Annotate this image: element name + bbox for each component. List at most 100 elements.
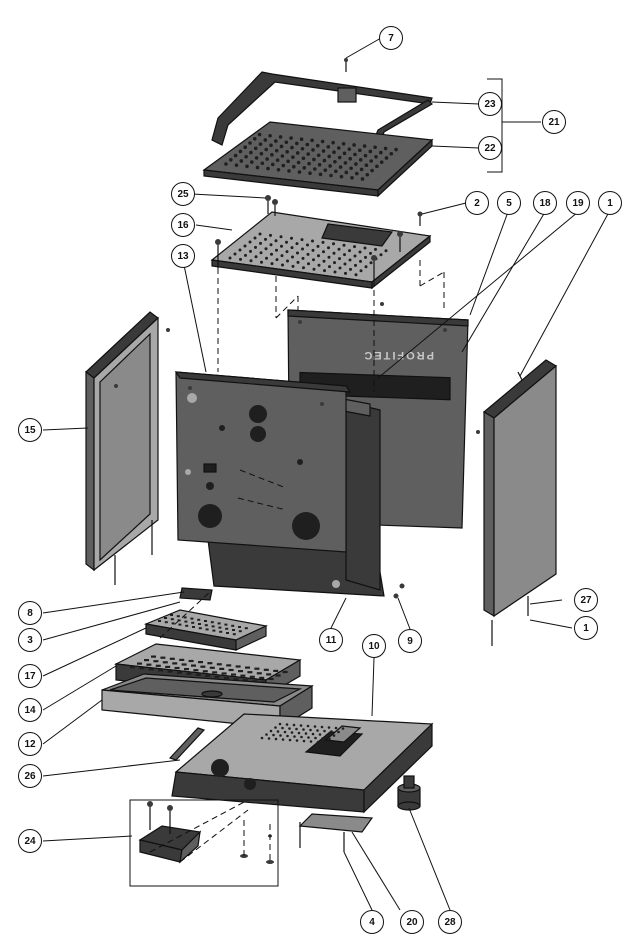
hole — [274, 239, 278, 243]
callout-circle — [18, 732, 42, 756]
hole — [297, 731, 301, 735]
hole — [343, 253, 346, 257]
hole — [253, 137, 257, 141]
hole — [271, 162, 275, 167]
part-screws-25 — [265, 195, 278, 216]
callout-circle — [171, 213, 195, 237]
hole — [301, 156, 306, 161]
hole — [364, 163, 369, 167]
hole — [317, 263, 321, 267]
slot — [254, 667, 260, 670]
hole — [295, 739, 299, 742]
callout-11: 11 — [319, 628, 343, 652]
hole — [305, 142, 310, 147]
hole — [379, 253, 383, 257]
slot — [221, 672, 227, 675]
hole — [306, 252, 310, 256]
hole — [257, 132, 262, 137]
hole — [268, 133, 272, 138]
callout-24: 24 — [18, 829, 42, 853]
hole — [326, 145, 331, 149]
hole — [333, 270, 337, 274]
slot — [259, 676, 265, 679]
hole — [295, 727, 298, 731]
slot — [240, 674, 246, 677]
hole — [224, 162, 228, 166]
hole — [359, 259, 362, 263]
slot — [184, 668, 189, 671]
hole — [353, 245, 356, 249]
callout-circle — [18, 418, 42, 442]
callout-number: 2 — [474, 198, 480, 209]
hole — [308, 171, 312, 175]
slot — [192, 626, 195, 628]
slot — [191, 664, 196, 667]
hole — [238, 248, 242, 252]
hole — [274, 737, 278, 741]
slot — [160, 656, 166, 659]
slot — [238, 670, 243, 673]
hole — [290, 731, 294, 734]
slot — [231, 624, 235, 627]
hole — [344, 170, 349, 175]
part-drip-tray-12 — [101, 673, 314, 730]
hole — [278, 722, 282, 726]
slot — [282, 670, 288, 674]
hole — [269, 143, 273, 148]
hole — [379, 160, 384, 164]
callout-number: 27 — [580, 595, 592, 606]
hole — [276, 730, 280, 733]
slot — [171, 622, 175, 625]
slot — [172, 662, 178, 665]
slot — [178, 623, 182, 626]
callout-circle — [465, 191, 489, 215]
part-screw-2 — [417, 211, 423, 226]
slot — [169, 657, 175, 660]
slot — [139, 667, 145, 670]
hole — [316, 143, 320, 148]
hole — [259, 151, 264, 156]
hole — [254, 245, 257, 249]
hole — [348, 156, 353, 161]
slot — [233, 678, 239, 681]
slot — [212, 671, 218, 674]
callout-22: 22 — [478, 136, 502, 160]
hole — [244, 253, 247, 257]
slot — [209, 666, 215, 669]
slot — [266, 673, 272, 676]
callout-circle — [379, 26, 403, 50]
hole — [352, 143, 356, 147]
hole — [374, 155, 378, 159]
part-pump-box-24 — [129, 799, 279, 887]
hole — [338, 266, 342, 270]
hole — [265, 733, 268, 736]
hole — [274, 139, 278, 143]
slot — [164, 617, 167, 619]
callout-28: 28 — [438, 910, 462, 934]
part-frame-11 — [207, 397, 385, 597]
hole — [348, 249, 351, 253]
slot — [202, 670, 208, 673]
hole — [350, 176, 354, 180]
slot — [219, 630, 223, 633]
hole — [279, 235, 283, 239]
hole — [280, 154, 285, 158]
callout-9: 9 — [398, 629, 422, 653]
part-left-side-panel-15 — [85, 311, 170, 585]
callout-circle — [400, 910, 424, 934]
hole — [293, 735, 296, 738]
hole — [291, 264, 295, 268]
hole — [310, 138, 314, 143]
slot — [153, 660, 159, 663]
hole — [264, 237, 267, 241]
callout-circle — [362, 634, 386, 658]
part-strip-26 — [168, 727, 206, 761]
hole — [283, 730, 287, 734]
slot — [216, 663, 222, 666]
hole — [306, 724, 310, 728]
hole — [285, 723, 289, 726]
hole — [238, 149, 243, 154]
hole — [270, 262, 274, 266]
callout-number: 10 — [368, 641, 380, 652]
slot — [228, 668, 234, 672]
